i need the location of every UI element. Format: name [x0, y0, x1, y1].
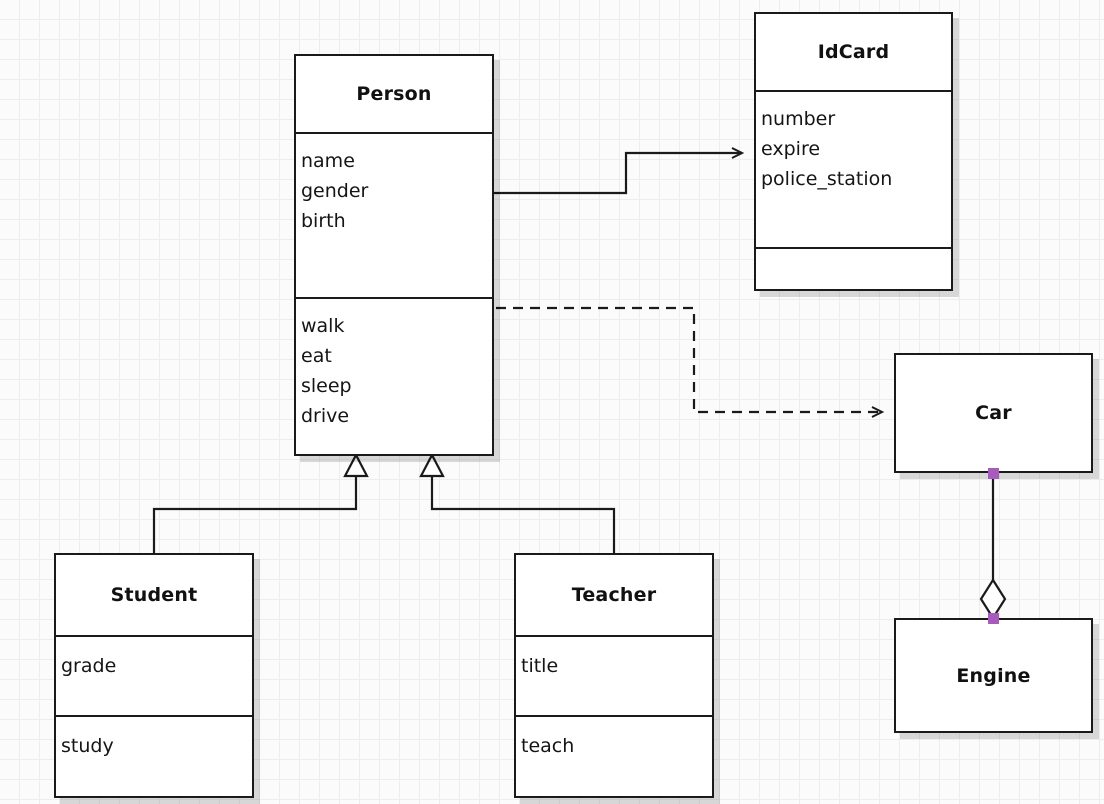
operations-compartment-teacher: teach [516, 715, 712, 796]
attribute-item: number [761, 108, 836, 130]
attributes-compartment-teacher: title [516, 635, 712, 715]
operation-item: study [61, 735, 114, 757]
operation-item: drive [301, 405, 350, 427]
class-title-text: Person [356, 83, 432, 105]
class-name-teacher: Teacher [516, 555, 712, 635]
class-title-text: Car [975, 402, 1012, 424]
connection-handle-car-bottom[interactable] [988, 468, 999, 479]
class-title-text: Engine [956, 664, 1031, 687]
class-title-text: Teacher [571, 584, 657, 606]
operation-item: teach [521, 735, 575, 757]
operations-compartment-idcard [756, 247, 951, 289]
attribute-item: grade [61, 655, 117, 677]
attribute-item: gender [301, 180, 369, 202]
operation-item: sleep [301, 375, 352, 397]
edge-person-car[interactable] [496, 306, 885, 418]
connection-handle-engine-top[interactable] [988, 613, 999, 624]
class-name-person: Person [296, 56, 492, 132]
class-box-engine[interactable]: Engine [894, 618, 1093, 733]
class-box-student[interactable]: Student grade study [54, 553, 254, 798]
edge-student-person[interactable] [152, 452, 369, 553]
class-title-text: IdCard [817, 41, 890, 63]
operations-compartment-person: walk eat sleep drive [296, 297, 492, 454]
attributes-compartment-student: grade [56, 635, 252, 715]
class-name-student: Student [56, 555, 252, 635]
attribute-item: birth [301, 210, 346, 232]
class-box-idcard[interactable]: IdCard number expire police_station [754, 12, 953, 291]
attribute-item: name [301, 150, 355, 172]
class-name-idcard: IdCard [756, 14, 951, 90]
attributes-compartment-idcard: number expire police_station [756, 90, 951, 247]
class-box-person[interactable]: Person name gender birth walk eat sleep … [294, 54, 494, 456]
attributes-compartment-person: name gender birth [296, 132, 492, 297]
edge-teacher-person[interactable] [419, 452, 616, 553]
attribute-item: expire [761, 138, 821, 160]
edge-car-engine[interactable] [979, 473, 1007, 621]
class-box-car[interactable]: Car [894, 353, 1093, 473]
edge-person-idcard[interactable] [494, 147, 745, 195]
class-name-engine: Engine [896, 620, 1091, 731]
attribute-item: police_station [761, 168, 893, 190]
class-name-car: Car [896, 355, 1091, 471]
operations-compartment-student: study [56, 715, 252, 796]
attribute-item: title [521, 655, 559, 677]
class-box-teacher[interactable]: Teacher title teach [514, 553, 714, 798]
operation-item: walk [301, 315, 345, 337]
operation-item: eat [301, 345, 332, 367]
class-title-text: Student [110, 584, 198, 606]
